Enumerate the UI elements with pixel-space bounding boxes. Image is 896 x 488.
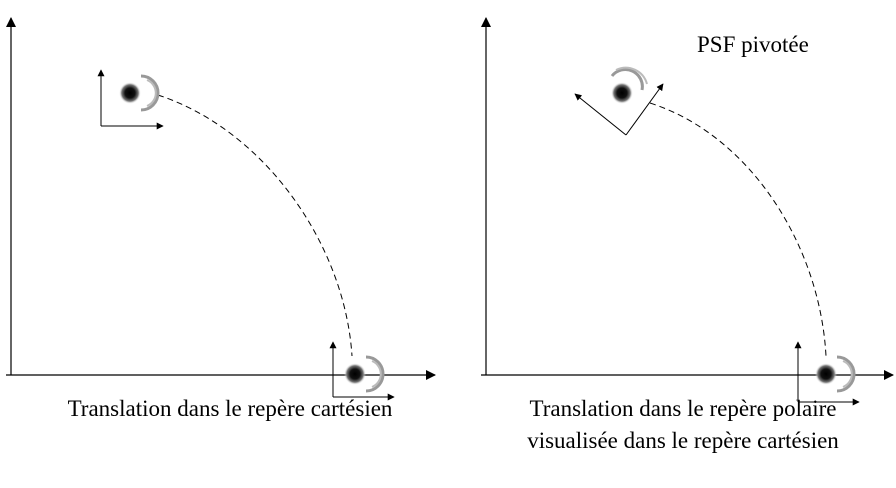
left-psf-top <box>119 76 158 110</box>
left-panel <box>6 18 435 397</box>
left-trajectory-arc <box>158 95 352 356</box>
right-caption-line-1: Translation dans le repère polaire <box>470 394 896 424</box>
psf-core <box>344 363 366 385</box>
right-caption-line-2: visualisée dans le repère cartésien <box>470 426 896 456</box>
right-psf-rotated <box>611 68 647 104</box>
left-caption: Translation dans le repère cartésien <box>0 394 460 424</box>
psf-rotated-label: PSF pivotée <box>697 32 809 58</box>
right-psf-bottom <box>815 357 854 391</box>
left-psf-bottom <box>344 357 383 391</box>
right-trajectory-arc <box>650 103 826 356</box>
psf-core <box>815 363 837 385</box>
psf-core <box>611 82 633 104</box>
right-panel <box>481 18 893 402</box>
psf-core <box>119 82 141 104</box>
